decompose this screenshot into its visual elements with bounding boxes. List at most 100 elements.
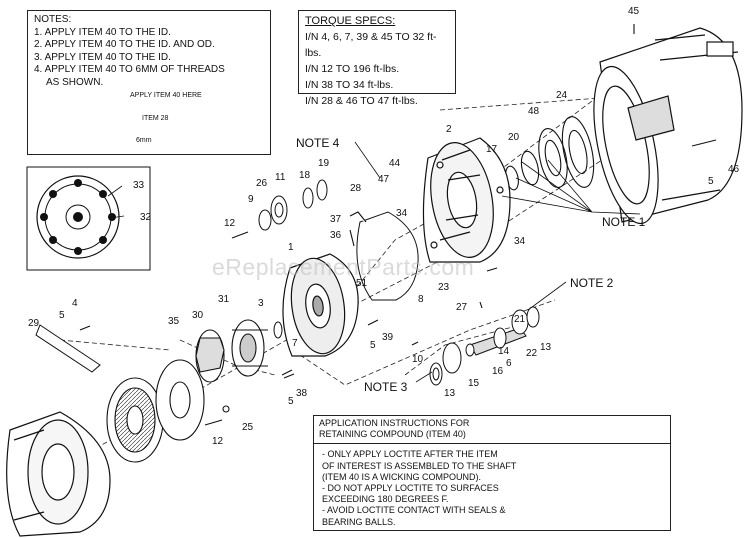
application-line: - AVOID LOCTITE CONTACT WITH SEALS & [322,505,506,516]
part-label: 28 [350,183,362,194]
part-label: 47 [378,174,390,185]
gasket [356,211,419,301]
part-label: 3 [258,298,264,309]
part-label: 18 [299,170,311,181]
part-label: 17 [486,144,498,155]
application-body: - ONLY APPLY LOCTITE AFTER THE ITEM OF I… [314,444,670,532]
drive-shaft [465,306,540,357]
part-label: 34 [514,236,526,247]
part-label: 21 [514,314,526,325]
note-4-label: NOTE 4 [296,136,340,150]
application-line: OF INTEREST IS ASSEMBLED TO THE SHAFT [322,460,517,471]
application-title-line: APPLICATION INSTRUCTIONS FOR [319,418,470,428]
part-label: 31 [218,294,230,305]
part-label: 24 [556,90,568,101]
part-label: 1 [288,242,294,253]
notes-title: NOTES: [34,14,72,25]
watermark: eReplacementParts.com [212,254,475,280]
part-label: 46 [728,164,740,175]
part-label: 4 [72,298,78,309]
part-label: 5 [288,396,294,407]
part-label: 32 [140,212,152,223]
part-label: 14 [498,346,510,357]
torque-specs-box: TORQUE SPECS: I/N 4, 6, 7, 39 & 45 TO 32… [298,10,456,107]
part-label: 6 [506,358,512,369]
part-label: 45 [628,6,640,17]
note-1-label: NOTE 1 [602,215,646,229]
part-label: 48 [528,106,540,117]
part-label: 13 [540,342,552,353]
torque-line: I/N 4, 6, 7, 39 & 45 TO 32 ft-lbs. [305,31,437,59]
part-label: 5 [708,176,714,187]
part-label: 5 [370,340,376,351]
flywheel [106,359,205,463]
part-label: 30 [192,310,204,321]
torque-line: I/N 12 TO 196 ft-lbs. [305,63,400,75]
application-line: (ITEM 40 IS A WICKING COMPOUND). [322,471,482,482]
part-label: 44 [389,158,401,169]
application-line: EXCEEDING 180 DEGREES F. [322,494,449,505]
part-label: 27 [456,302,468,313]
part-label: 15 [468,378,480,389]
notes-line: AS SHOWN. [46,76,104,88]
part-label: 13 [444,388,456,399]
pump-gears [258,195,462,386]
part-label: 22 [526,348,538,359]
apply-item-label: APPLY ITEM 40 HERE [130,92,202,99]
part-label: 23 [438,282,450,293]
notes-line: 4. APPLY ITEM 40 TO 6MM OF THREADS [34,64,225,75]
part-label: 19 [318,158,330,169]
part-label: 36 [330,230,342,241]
generator-housing [593,27,743,225]
torque-line: I/N 28 & 46 TO 47 ft-lbs. [305,95,418,107]
part-label: 11 [275,172,286,183]
note-2-label: NOTE 2 [570,276,614,290]
notes-line: 2. APPLY ITEM 40 TO THE ID. AND OD. [34,39,215,50]
part-label: 26 [256,178,268,189]
notes-box: NOTES: 1. APPLY ITEM 40 TO THE ID. 2. AP… [27,10,271,155]
part-label: 7 [292,338,298,349]
dimension-label: 6mm [136,137,152,144]
application-title-line: RETAINING COMPOUND (ITEM 40) [319,429,466,440]
part-label: 37 [330,214,342,225]
part-label: 51 [356,278,368,289]
part-label: 33 [133,180,145,191]
application-title: APPLICATION INSTRUCTIONS FOR RETAINING C… [314,416,670,445]
leader-lines [354,141,641,383]
part-label: 39 [382,332,394,343]
small-rings [273,179,328,339]
part-label: 9 [248,194,254,205]
note-3-label: NOTE 3 [364,380,408,394]
part-label: 20 [508,132,520,143]
part-label: 8 [418,294,424,305]
application-line: - DO NOT APPLY LOCTITE TO SURFACES [322,483,499,494]
application-line: BEARING BALLS. [322,516,396,527]
flywheel-housing-adapter [282,253,359,357]
part-label: 12 [212,436,224,447]
coupling-disk-inset [26,166,151,271]
torque-line: I/N 38 TO 34 ft-lbs. [305,79,394,91]
part-label: 25 [242,422,254,433]
torque-title: TORQUE SPECS: [305,15,396,27]
part-label: 35 [168,316,180,327]
part-label: 38 [296,388,308,399]
part-label: 34 [396,208,408,219]
part-label: 29 [28,318,40,329]
coupling-hub [195,319,268,383]
part-label: 12 [224,218,236,229]
part-label: 5 [59,310,65,321]
ring-parts [505,116,595,191]
notes-line: 1. APPLY ITEM 40 TO THE ID. [34,26,171,38]
part-label: 2 [446,124,452,135]
item-28-label: ITEM 28 [142,115,169,122]
application-line: - ONLY APPLY LOCTITE AFTER THE ITEM [322,449,498,460]
notes-line: 3. APPLY ITEM 40 TO THE ID. [34,51,171,63]
bracket-29 [35,324,101,373]
bell-housing [6,411,111,537]
part-label: 10 [412,354,424,365]
note-callouts: NOTE 1 NOTE 2 NOTE 3 NOTE 4 [296,136,646,394]
bolts [79,24,717,426]
part-number-labels: 45 24 48 2 20 17 44 47 28 11 26 18 19 9 … [28,6,740,447]
